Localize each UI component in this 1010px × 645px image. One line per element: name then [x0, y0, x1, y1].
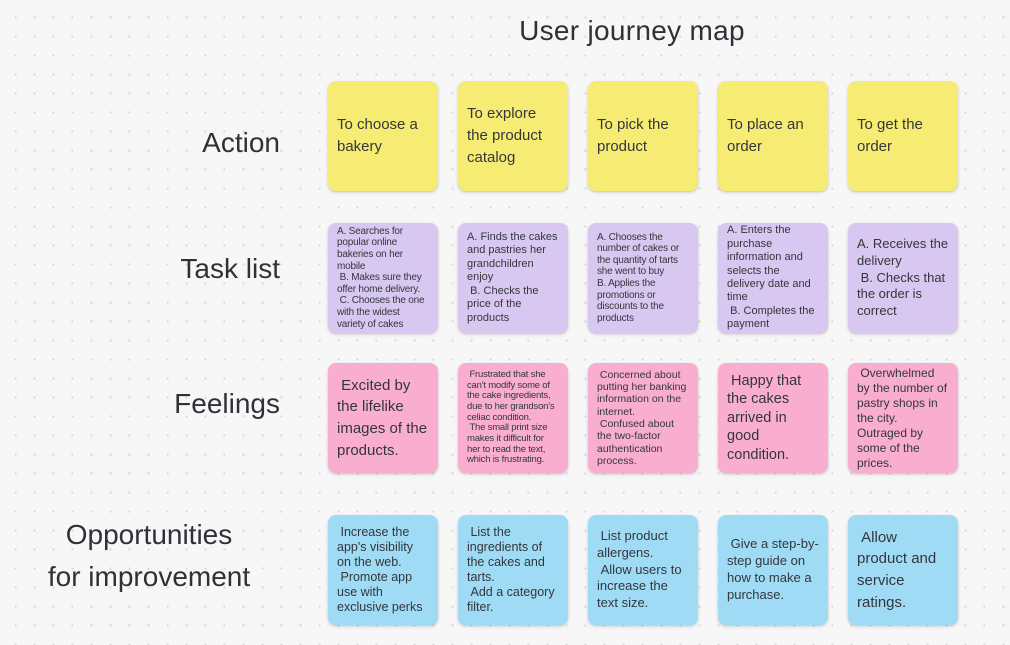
row-task-list: A. Searches for popular online bakeries … — [328, 223, 958, 333]
note-text: Concerned about putting her banking info… — [597, 368, 687, 468]
note-text: Overwhelmed by the number of pastry shop… — [857, 365, 951, 470]
sticky-note-feeling-5[interactable]: Overwhelmed by the number of pastry shop… — [848, 363, 958, 473]
row-label-task-list: Task list — [180, 253, 280, 284]
sticky-note-action-5[interactable]: To get the order — [848, 81, 958, 191]
note-text: A. Receives the delivery B. Checks that … — [857, 235, 949, 319]
row-label-feelings: Feelings — [174, 388, 280, 419]
sticky-note-feeling-1[interactable]: Excited by the lifelike images of the pr… — [328, 363, 438, 473]
note-text: Excited by the lifelike images of the pr… — [337, 376, 432, 459]
note-text: Increase the app's visibility on the web… — [337, 525, 423, 614]
sticky-note-opportunity-5[interactable]: Allow product and service ratings. — [848, 515, 958, 625]
note-text: List the ingredients of the cakes and ta… — [467, 525, 555, 614]
sticky-note-opportunity-2[interactable]: List the ingredients of the cakes and ta… — [458, 515, 568, 625]
note-text: Give a step-by-step guide on how to make… — [727, 536, 819, 602]
sticky-note-task-5[interactable]: A. Receives the delivery B. Checks that … — [848, 223, 958, 333]
note-text: A. Chooses the number of cakes or the qu… — [597, 231, 679, 324]
sticky-note-opportunity-3[interactable]: List product allergens. Allow users to i… — [588, 515, 698, 625]
row-opportunities: Increase the app's visibility on the web… — [328, 515, 958, 625]
sticky-note-action-1[interactable]: To choose a bakery — [328, 81, 438, 191]
sticky-note-task-2[interactable]: A. Finds the cakes and pastries her gran… — [458, 223, 568, 333]
sticky-note-opportunity-1[interactable]: Increase the app's visibility on the web… — [328, 515, 438, 625]
sticky-note-feeling-2[interactable]: Frustrated that she can't modify some of… — [458, 363, 568, 473]
note-text: Frustrated that she can't modify some of… — [467, 369, 555, 466]
sticky-note-action-3[interactable]: To pick the product — [588, 81, 698, 191]
note-text: To choose a bakery — [337, 116, 423, 155]
sticky-note-task-4[interactable]: A. Enters the purchase information and s… — [718, 223, 828, 333]
row-feelings: Excited by the lifelike images of the pr… — [328, 363, 958, 473]
sticky-note-task-3[interactable]: A. Chooses the number of cakes or the qu… — [588, 223, 698, 333]
note-text: A. Enters the purchase information and s… — [727, 224, 815, 331]
row-label-opportunities: Opportunities for improvement — [47, 519, 251, 592]
sticky-note-feeling-3[interactable]: Concerned about putting her banking info… — [588, 363, 698, 473]
sticky-note-feeling-4[interactable]: Happy that the cakes arrived in good con… — [718, 363, 828, 473]
row-label-action: Action — [202, 127, 280, 158]
note-text: A. Searches for popular online bakeries … — [337, 225, 425, 330]
sticky-note-opportunity-4[interactable]: Give a step-by-step guide on how to make… — [718, 515, 828, 625]
sticky-note-action-2[interactable]: To explore the product catalog — [458, 81, 568, 191]
board-title: User journey map — [519, 15, 745, 46]
note-text: To pick the product — [597, 116, 673, 155]
note-text: To place an order — [727, 116, 808, 155]
sticky-note-action-4[interactable]: To place an order — [718, 81, 828, 191]
note-text: To explore the product catalog — [467, 105, 547, 166]
note-text: List product allergens. Allow users to i… — [597, 527, 682, 611]
row-action: To choose a bakery To explore the produc… — [328, 81, 958, 191]
sticky-note-task-1[interactable]: A. Searches for popular online bakeries … — [328, 223, 438, 333]
note-text: A. Finds the cakes and pastries her gran… — [467, 231, 558, 324]
note-text: To get the order — [857, 116, 928, 155]
note-text: Happy that the cakes arrived in good con… — [727, 372, 806, 463]
note-text: Allow product and service ratings. — [857, 528, 941, 611]
